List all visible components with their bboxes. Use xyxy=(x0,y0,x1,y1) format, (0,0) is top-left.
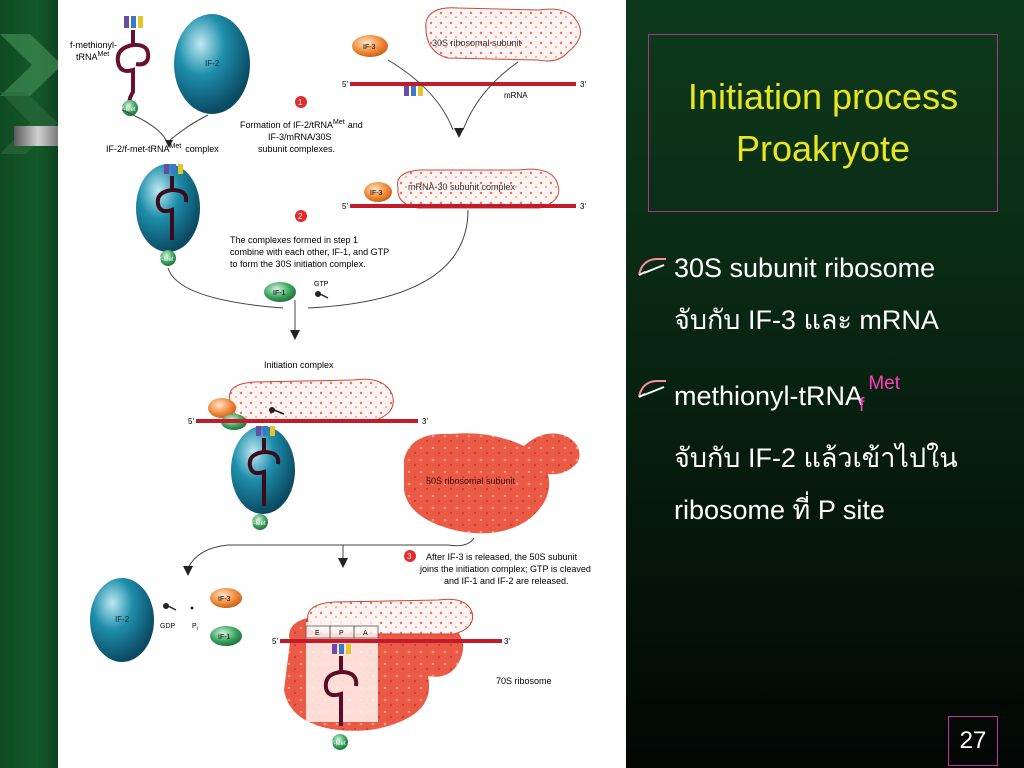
initiation-complex-label: Initiation complex xyxy=(264,360,334,370)
step-2-text-c: to form the 30S initiation complex. xyxy=(230,259,366,269)
step-3-marker xyxy=(404,550,416,562)
svg-text:3: 3 xyxy=(407,552,412,561)
site-a-label: A xyxy=(363,630,368,637)
step-1-text-b: IF-3/mRNA/30S xyxy=(268,132,332,142)
if2-protein xyxy=(174,14,250,114)
arrow-line xyxy=(169,114,209,141)
if2-label: IF-2 xyxy=(205,59,220,68)
mrna-strand-70s xyxy=(280,639,502,643)
svg-text:IF-1: IF-1 xyxy=(218,634,231,641)
mrna-strand-top xyxy=(350,82,576,86)
30s-subunit-label: 30S ribosomal subunit xyxy=(432,38,522,48)
70s-ribosome-label: 70S ribosome xyxy=(496,676,552,686)
svg-text:3': 3' xyxy=(580,202,586,211)
diagram-svg: f-methionyl- tRNAMet f-Met IF-2 IF-2/f-m… xyxy=(70,7,591,750)
bullet-2-line-1: methionyl-tRNAfMet xyxy=(674,373,901,417)
if2-complex xyxy=(136,164,200,252)
if3-protein-top xyxy=(352,35,388,57)
if3-released xyxy=(210,588,242,608)
svg-text:IF-2: IF-2 xyxy=(115,615,130,624)
fmet-trna-top xyxy=(115,16,151,116)
if1-released xyxy=(210,626,242,646)
if3-initiation xyxy=(208,398,236,418)
svg-text:IF-1: IF-1 xyxy=(273,290,286,297)
initiation-diagram-figure: f-methionyl- tRNAMet f-Met IF-2 IF-2/f-m… xyxy=(58,0,626,768)
bullet-list: 30S subunit ribosome จับกับ IF-3 และ mRN… xyxy=(636,242,1016,554)
mrna-strand-row3 xyxy=(196,419,418,423)
step-2-text-a: The complexes formed in step 1 xyxy=(230,235,358,245)
fmet-trna-label-b: tRNAMet xyxy=(76,51,109,62)
mrna-label: mRNA xyxy=(504,91,528,100)
step-3-text-b: joins the initiation complex; GTP is cle… xyxy=(419,564,591,574)
svg-text:f-Met: f-Met xyxy=(332,741,346,747)
gtp-label: GTP xyxy=(314,281,329,288)
bullet-item: 30S subunit ribosome จับกับ IF-3 และ mRN… xyxy=(636,242,1016,346)
left-decorative-strip xyxy=(0,0,62,768)
if3-label: IF-3 xyxy=(363,44,376,51)
svg-text:2: 2 xyxy=(298,212,303,221)
mrna-strand-row2 xyxy=(350,204,576,208)
svg-text:3': 3' xyxy=(504,637,510,646)
svg-text:IF-3: IF-3 xyxy=(370,190,383,197)
svg-text:5': 5' xyxy=(342,80,348,89)
50s-subunit xyxy=(404,433,580,534)
metallic-bar xyxy=(14,126,62,146)
step-1-text-c: subunit complexes. xyxy=(258,144,335,154)
arrow-line xyxy=(121,109,167,141)
pen-bullet-icon xyxy=(638,380,666,398)
initiation-complex-30s xyxy=(229,378,394,421)
fmet-trna-label: f-methionyl- xyxy=(70,40,117,50)
bullet-2-line-3: ribosome ที่ P site xyxy=(674,495,885,526)
svg-text:5': 5' xyxy=(342,202,348,211)
slide-title-line2: Proakryote xyxy=(735,128,911,169)
pen-bullet-icon xyxy=(638,258,666,276)
svg-text:3': 3' xyxy=(580,80,586,89)
a-site-box xyxy=(353,625,379,639)
bullet-2-line-2: จับกับ IF-2 แล้วเข้าไปใน xyxy=(674,443,958,474)
title-box: Initiation process Proakryote xyxy=(648,34,998,212)
arrow-head xyxy=(165,140,173,148)
svg-text:5': 5' xyxy=(188,417,194,426)
chevron-decoration-icon xyxy=(0,34,62,96)
page-number: 27 xyxy=(948,716,998,766)
svg-text:IF-3: IF-3 xyxy=(218,596,231,603)
if3-in-complex xyxy=(364,182,392,202)
if2-initiation xyxy=(231,426,295,514)
fmet-label: f-Met xyxy=(122,107,136,113)
bullet-1-line-1: 30S subunit ribosome xyxy=(674,253,936,283)
50s-subunit-label: 50S ribosomal subunit xyxy=(426,476,516,486)
30s-subunit-top xyxy=(425,7,581,62)
step-1-marker xyxy=(295,96,307,108)
slide-title-line1: Initiation process xyxy=(687,76,959,117)
step-2-marker xyxy=(295,210,307,222)
pi-label: Pi xyxy=(192,623,198,632)
site-p-label: P xyxy=(339,630,344,637)
bullet-item: methionyl-tRNAfMet จับกับ IF-2 แล้วเข้าไ… xyxy=(636,364,1016,536)
svg-text:3': 3' xyxy=(422,417,428,426)
fmet-trna-in-complex xyxy=(155,164,189,266)
gdp-label: GDP xyxy=(160,623,176,630)
fmet-trna-initiation xyxy=(247,426,281,530)
if1-protein xyxy=(264,282,296,302)
step-2-text-b: combine with each other, IF-1, and GTP xyxy=(230,247,389,257)
if2-released xyxy=(90,578,154,662)
svg-text:f-Met: f-Met xyxy=(252,521,266,527)
svg-text:1: 1 xyxy=(298,98,303,107)
fmet-trna-70s xyxy=(323,644,359,750)
step-3-text-c: and IF-1 and IF-2 are released. xyxy=(444,576,569,586)
svg-text:f-Met: f-Met xyxy=(160,257,174,263)
svg-text:5': 5' xyxy=(272,637,278,646)
site-e-label: E xyxy=(315,630,320,637)
step-3-text-a: After IF-3 is released, the 50S subunit xyxy=(426,552,578,562)
mrna-30s-complex-label: mRNA-30 subunit complex xyxy=(408,182,516,192)
bullet-1-line-2: จับกับ IF-3 และ mRNA xyxy=(674,305,939,335)
